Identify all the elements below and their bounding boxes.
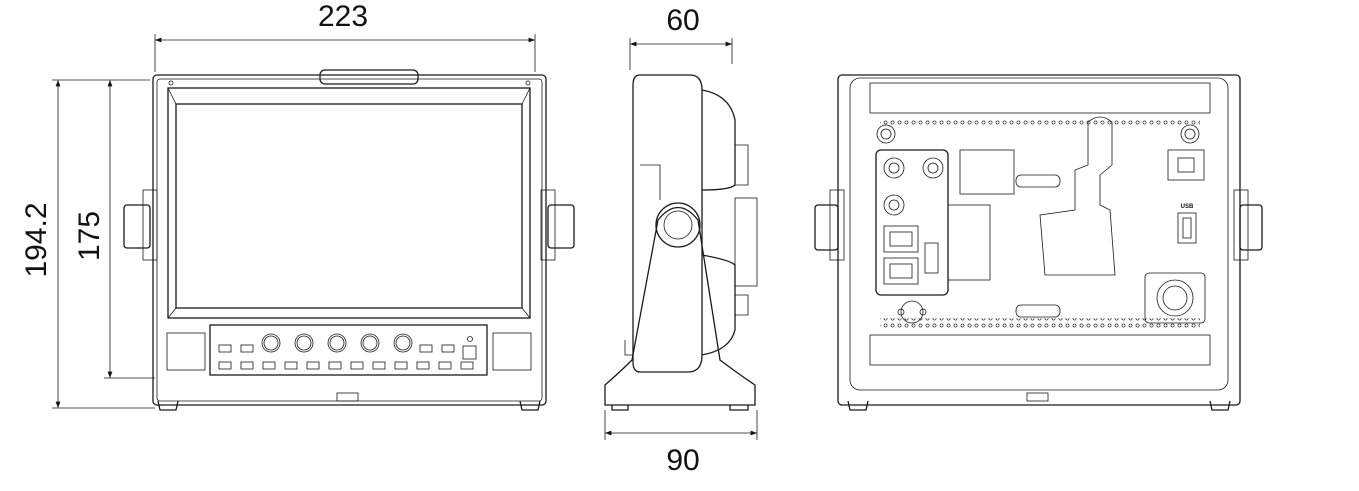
knob-right — [547, 204, 575, 249]
depth-base-label: 90 — [666, 444, 699, 477]
top-handle — [319, 69, 419, 85]
knob-right-rear — [1239, 204, 1263, 251]
depth-top-label: 60 — [666, 4, 699, 37]
width-label: 223 — [318, 0, 368, 33]
vent-bottom — [869, 334, 1211, 366]
dimension-height-body: 175 — [73, 80, 155, 379]
height-body-label: 175 — [73, 211, 106, 261]
dimension-width: 223 — [154, 0, 536, 72]
side-view — [604, 74, 758, 411]
knob-left-rear — [814, 204, 839, 251]
dimension-depth-base: 90 — [604, 410, 758, 477]
dimension-depth-top: 60 — [629, 4, 733, 70]
control-panel — [209, 324, 488, 376]
speaker-right — [492, 332, 532, 371]
front-view — [123, 69, 575, 411]
usb-label: USB — [1181, 204, 1194, 210]
screen — [175, 103, 523, 309]
height-total-label: 194.2 — [20, 202, 53, 277]
dimension-height-total: 194.2 — [20, 79, 155, 409]
pivot-knob — [655, 202, 701, 248]
speaker-left — [166, 332, 206, 371]
rear-view: USB — [814, 74, 1263, 411]
stand — [604, 206, 756, 406]
knob-left — [123, 204, 151, 249]
vent-top — [869, 82, 1211, 114]
